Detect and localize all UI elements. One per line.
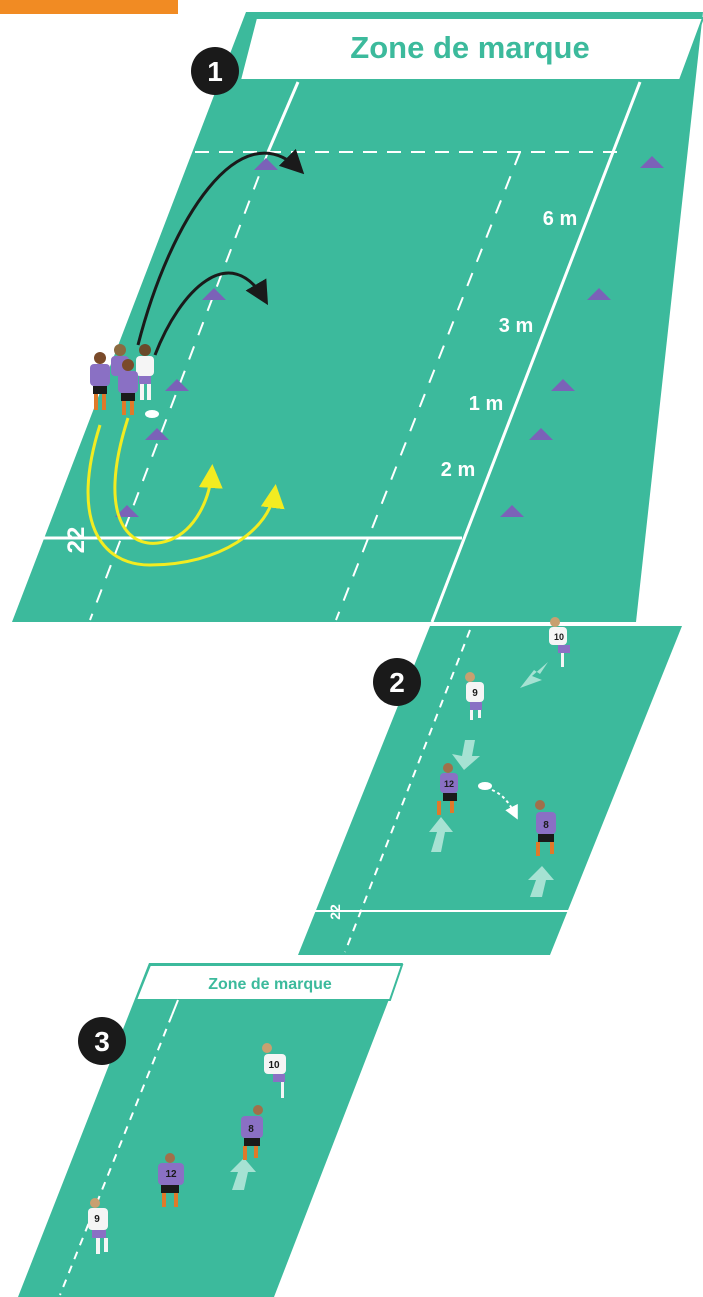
label-22-panel1: 22 [63, 527, 90, 554]
direction-arrow [528, 866, 554, 897]
dashed-line [59, 1014, 173, 1296]
step-number-3: 3 [94, 1026, 110, 1057]
panel-3: Zone de marque 10 8 12 [18, 963, 404, 1297]
player-9-white: 9 [465, 672, 484, 720]
player [118, 359, 138, 415]
dashed-line [344, 629, 471, 953]
jersey-number: 10 [268, 1060, 280, 1071]
dashed-line-left [89, 151, 269, 621]
header-bar [0, 0, 178, 14]
attack-arrow [86, 424, 285, 567]
player-12-purple: 12 [158, 1153, 184, 1207]
player [136, 344, 154, 400]
direction-arrow [452, 740, 480, 770]
distance-6m: 6 m [543, 208, 577, 230]
cone-marker [254, 158, 278, 170]
step-badge-2 [373, 658, 421, 706]
run-arrow [153, 271, 269, 356]
jersey-number: 8 [248, 1124, 254, 1135]
rugby-ball [478, 782, 492, 790]
cone-marker [551, 379, 575, 391]
pitch-1 [12, 12, 703, 622]
step-badge-1 [191, 47, 239, 95]
cone-marker [529, 428, 553, 440]
distance-2m: 2 m [441, 459, 475, 481]
try-zone-banner [238, 17, 703, 81]
cone-marker [640, 156, 664, 168]
zone-label-3: Zone de marque [208, 976, 332, 993]
step-number-2: 2 [389, 667, 405, 698]
cone-marker [587, 288, 611, 300]
cone-marker [500, 505, 524, 517]
distance-1m: 1 m [469, 393, 503, 415]
dashed-line-right [335, 151, 521, 621]
jersey-number: 12 [165, 1169, 177, 1180]
panel-2: 22 10 9 12 [298, 617, 682, 955]
try-zone-banner-3 [134, 964, 404, 1001]
player-12-purple: 12 [437, 763, 458, 815]
cone-marker [165, 379, 189, 391]
panel-1: Zone de marque 22 6 m 3 m 1 m 2 m [12, 12, 703, 623]
direction-arrow [429, 817, 453, 852]
step-badge-3 [78, 1017, 126, 1065]
player-10-white: 10 [549, 617, 570, 667]
direction-arrow [230, 1158, 256, 1190]
jersey-number: 9 [94, 1214, 100, 1225]
direction-arrow [520, 662, 548, 688]
player [90, 352, 110, 410]
touch-line [430, 81, 642, 623]
cone-marker [202, 288, 226, 300]
distance-3m: 3 m [499, 315, 533, 337]
label-22-panel2: 22 [327, 904, 343, 920]
jersey-number: 9 [472, 688, 478, 699]
player-8-purple: 8 [535, 800, 556, 856]
run-arrow [136, 148, 305, 346]
zone-label-1: Zone de marque [350, 30, 589, 65]
rugby-ball [145, 410, 159, 418]
inner-line-solid [266, 81, 300, 153]
jersey-number: 10 [554, 632, 564, 642]
player-8-purple: 8 [241, 1105, 263, 1160]
step-number-1: 1 [207, 56, 223, 87]
solid-line [171, 999, 179, 1016]
attack-arrow [113, 417, 223, 545]
cone-marker [145, 428, 169, 440]
jersey-number: 12 [444, 779, 454, 789]
cone-marker [115, 505, 139, 517]
pitch-3 [18, 963, 403, 1297]
pass-arrow [491, 789, 518, 820]
player-10-white: 10 [262, 1043, 286, 1098]
player-9-white: 9 [88, 1198, 108, 1254]
pitch-2 [298, 626, 682, 955]
jersey-number: 8 [543, 820, 549, 831]
